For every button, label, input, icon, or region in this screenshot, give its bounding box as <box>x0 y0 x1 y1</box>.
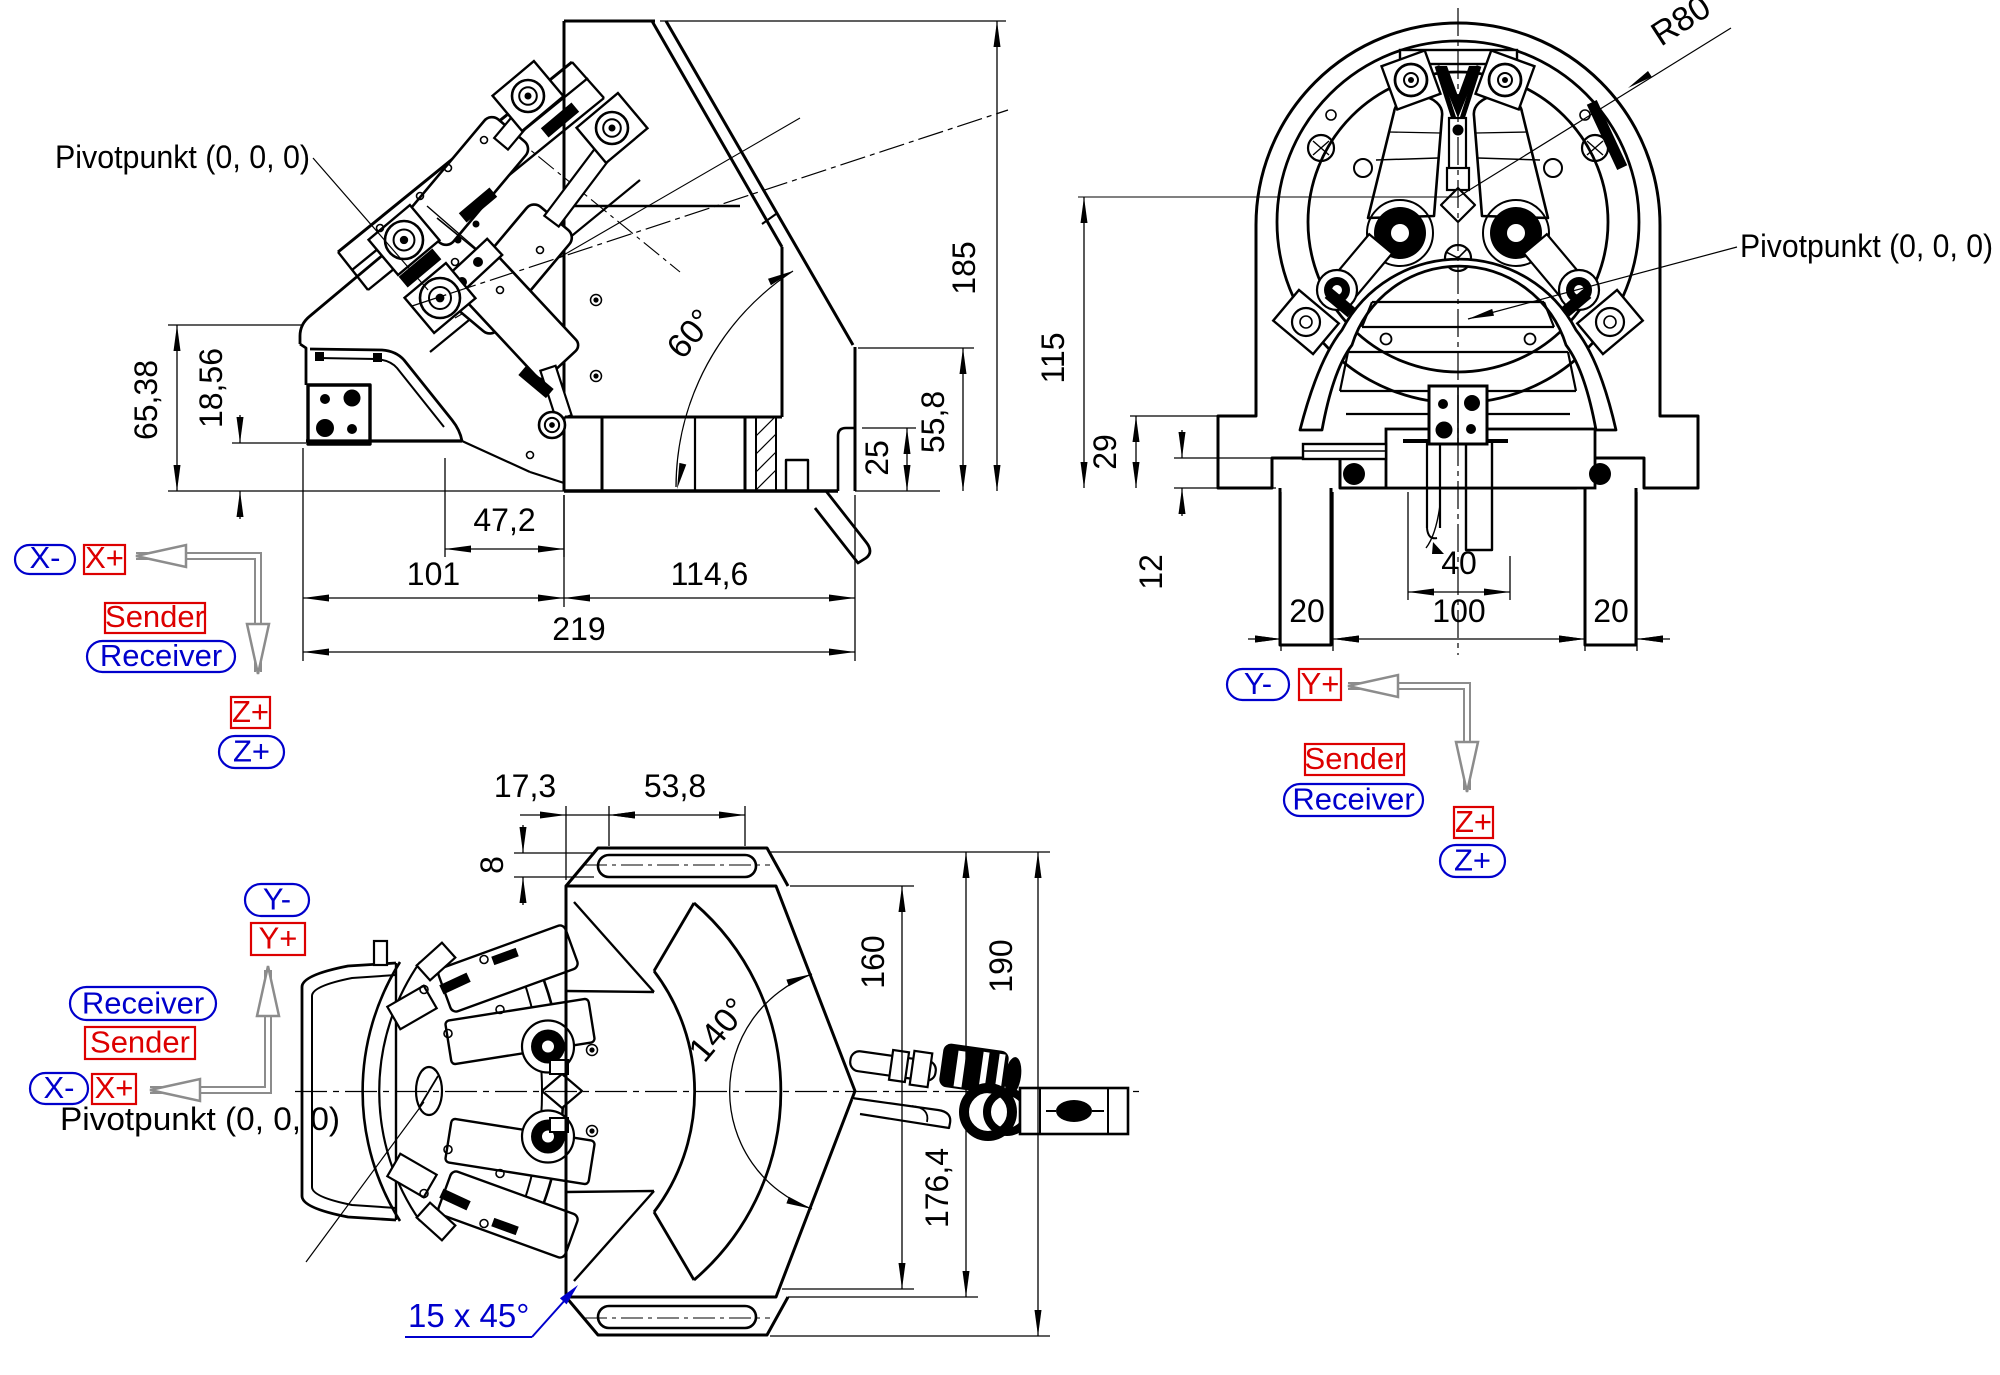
svg-text:Y+: Y+ <box>259 921 298 956</box>
svg-text:115: 115 <box>1035 332 1071 383</box>
svg-text:Sender: Sender <box>90 1025 190 1060</box>
svg-text:Y-: Y- <box>263 882 291 917</box>
svg-text:8: 8 <box>474 856 510 874</box>
svg-text:190: 190 <box>983 939 1019 992</box>
svg-text:Sender: Sender <box>105 599 205 634</box>
svg-text:18,56: 18,56 <box>193 348 229 428</box>
svg-text:100: 100 <box>1432 593 1485 629</box>
svg-text:20: 20 <box>1289 593 1325 629</box>
svg-text:114,6: 114,6 <box>671 556 749 592</box>
svg-text:185: 185 <box>946 241 982 294</box>
svg-text:Z+: Z+ <box>233 734 270 769</box>
svg-text:X-: X- <box>44 1070 75 1105</box>
svg-text:X+: X+ <box>85 540 124 575</box>
svg-text:47,2: 47,2 <box>473 502 535 538</box>
svg-text:65,38: 65,38 <box>128 360 164 440</box>
svg-text:29: 29 <box>1087 434 1123 470</box>
svg-text:101: 101 <box>407 556 460 592</box>
svg-text:17,3: 17,3 <box>494 768 556 804</box>
svg-text:Y-: Y- <box>1244 666 1272 701</box>
svg-text:40: 40 <box>1441 545 1477 581</box>
svg-text:Y+: Y+ <box>1301 666 1340 701</box>
svg-text:55,8: 55,8 <box>915 391 951 453</box>
svg-text:Receiver: Receiver <box>100 638 222 673</box>
svg-text:160: 160 <box>855 935 891 988</box>
svg-text:176,4: 176,4 <box>919 1148 955 1228</box>
svg-text:Z+: Z+ <box>1454 843 1491 878</box>
svg-text:Pivotpunkt (0, 0, 0): Pivotpunkt (0, 0, 0) <box>1740 228 1993 264</box>
svg-text:53,8: 53,8 <box>644 768 706 804</box>
svg-text:Z+: Z+ <box>1455 804 1492 839</box>
svg-text:X+: X+ <box>95 1070 134 1105</box>
svg-text:Receiver: Receiver <box>82 985 204 1020</box>
svg-text:15 x 45°: 15 x 45° <box>408 1297 529 1334</box>
svg-text:Z+: Z+ <box>232 694 269 729</box>
svg-text:25: 25 <box>859 440 895 476</box>
svg-text:12: 12 <box>1133 554 1169 590</box>
svg-text:20: 20 <box>1593 593 1629 629</box>
svg-text:219: 219 <box>552 611 605 647</box>
svg-text:X-: X- <box>30 540 61 575</box>
svg-text:Receiver: Receiver <box>1292 782 1414 817</box>
svg-text:Pivotpunkt (0, 0, 0): Pivotpunkt (0, 0, 0) <box>55 139 310 175</box>
svg-text:Sender: Sender <box>1305 741 1405 776</box>
svg-text:Pivotpunkt (0, 0, 0): Pivotpunkt (0, 0, 0) <box>60 1101 340 1137</box>
